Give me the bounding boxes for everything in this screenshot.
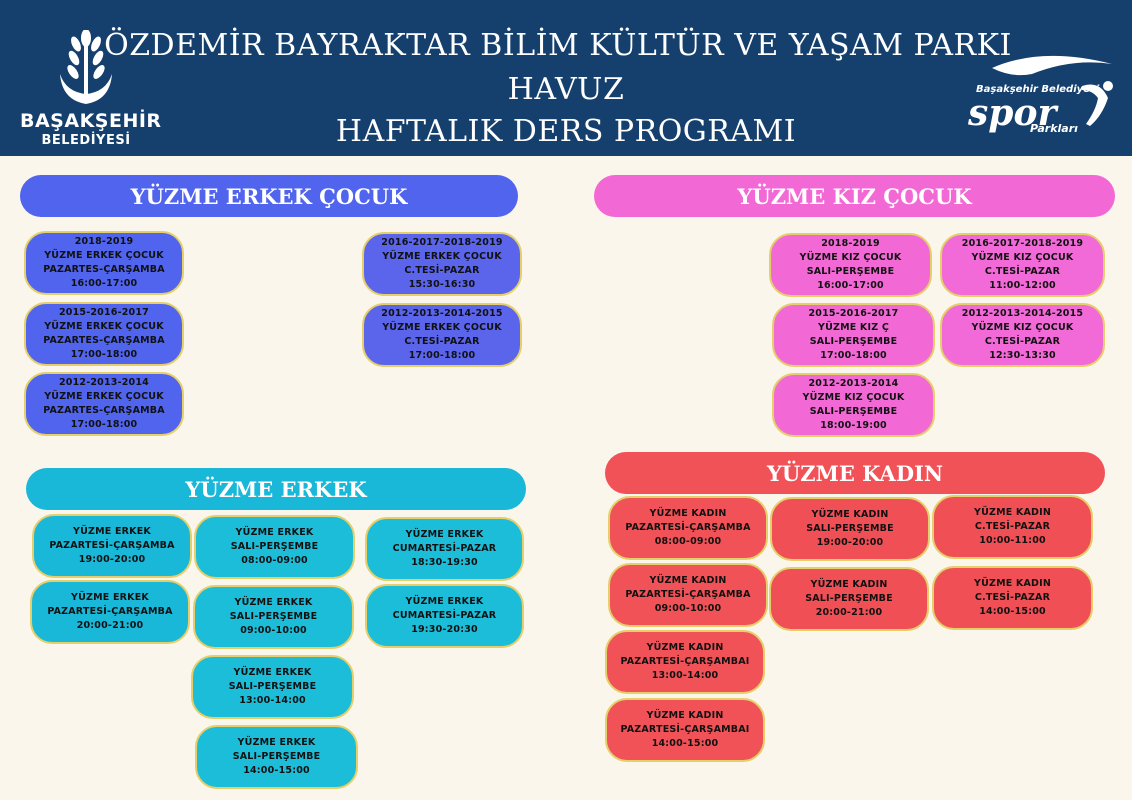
logo-text-line2: BELEDİYESİ (41, 133, 131, 148)
schedule-card: 2012-2013-2014 YÜZME KIZ ÇOCUK SALI-PERŞ… (772, 373, 935, 437)
schedule-card: YÜZME KADIN SALI-PERŞEMBE 19:00-20:00 (770, 497, 930, 561)
page-title: ÖZDEMİR BAYRAKTAR BİLİM KÜLTÜR VE YAŞAM … (104, 28, 1012, 63)
schedule-card: YÜZME ERKEK SALI-PERŞEMBE 08:00-09:00 (194, 515, 355, 579)
page-subtitle: HAVUZ (507, 72, 625, 107)
logo-tagline: Parkları (1030, 122, 1078, 135)
schedule-card: YÜZME ERKEK SALI-PERŞEMBE 09:00-10:00 (193, 585, 354, 649)
section-banner-kadin: YÜZME KADIN (605, 452, 1105, 494)
schedule-card: 2012-2013-2014-2015 YÜZME ERKEK ÇOCUK C.… (362, 303, 522, 367)
logo-caption: Başakşehir Belediyesi (976, 84, 1100, 95)
schedule-card: YÜZME KADIN SALI-PERŞEMBE 20:00-21:00 (769, 567, 929, 631)
schedule-card: YÜZME KADIN C.TESİ-PAZAR 14:00-15:00 (932, 566, 1093, 630)
schedule-card: 2015-2016-2017 YÜZME KIZ Ç SALI-PERŞEMBE… (772, 303, 935, 367)
schedule-card: YÜZME ERKEK PAZARTESİ-ÇARŞAMBA 20:00-21:… (30, 580, 190, 644)
schedule-card: 2012-2013-2014-2015 YÜZME KIZ ÇOCUK C.TE… (940, 303, 1105, 367)
wheat-tulip-emblem-icon (60, 30, 112, 104)
schedule-card: YÜZME ERKEK CUMARTESİ-PAZAR 18:30-19:30 (365, 517, 524, 581)
schedule-card: 2016-2017-2018-2019 YÜZME ERKEK ÇOCUK C.… (362, 232, 522, 296)
section-banner-kiz-cocuk: YÜZME KIZ ÇOCUK (594, 175, 1115, 217)
schedule-card: YÜZME KADIN PAZARTESİ-ÇARŞAMBAI 13:00-14… (605, 630, 765, 694)
schedule-card: YÜZME ERKEK PAZARTESİ-ÇARŞAMBA 19:00-20:… (32, 514, 192, 578)
schedule-card: YÜZME KADIN PAZARTESİ-ÇARŞAMBAI 14:00-15… (605, 698, 765, 762)
spor-parklari-logo: Başakşehir Belediyesi spor Parkları (962, 46, 1122, 146)
schedule-card: 2018-2019 YÜZME ERKEK ÇOCUK PAZARTES-ÇAR… (24, 231, 184, 295)
section-banner-erkek: YÜZME ERKEK (26, 468, 526, 510)
schedule-card: YÜZME ERKEK CUMARTESİ-PAZAR 19:30-20:30 (365, 584, 524, 648)
schedule-card: YÜZME KADIN PAZARTESİ-ÇARŞAMBA 09:00-10:… (608, 563, 768, 627)
page-heading: HAFTALIK DERS PROGRAMI (335, 114, 797, 149)
section-banner-erkek-cocuk: YÜZME ERKEK ÇOCUK (20, 175, 518, 217)
header-bar: BAŞAKŞEHİR BELEDİYESİ ÖZDEMİR BAYRAKTAR … (0, 0, 1132, 156)
schedule-card: YÜZME KADIN C.TESİ-PAZAR 10:00-11:00 (932, 495, 1093, 559)
logo-text-line1: BAŞAKŞEHİR (20, 110, 162, 132)
basaksehir-logo: BAŞAKŞEHİR BELEDİYESİ (20, 30, 162, 150)
swimmer-swoosh-icon (992, 55, 1113, 126)
schedule-card: 2015-2016-2017 YÜZME ERKEK ÇOCUK PAZARTE… (24, 302, 184, 366)
schedule-card: 2012-2013-2014 YÜZME ERKEK ÇOCUK PAZARTE… (24, 372, 184, 436)
schedule-card: YÜZME KADIN PAZARTESİ-ÇARŞAMBA 08:00-09:… (608, 496, 768, 560)
schedule-card: YÜZME ERKEK SALI-PERŞEMBE 14:00-15:00 (195, 725, 358, 789)
schedule-card: YÜZME ERKEK SALI-PERŞEMBE 13:00-14:00 (191, 655, 354, 719)
schedule-card: 2016-2017-2018-2019 YÜZME KIZ ÇOCUK C.TE… (940, 233, 1105, 297)
logo-wordmark: spor (968, 92, 1057, 134)
schedule-card: 2018-2019 YÜZME KIZ ÇOCUK SALI-PERŞEMBE … (769, 233, 932, 297)
